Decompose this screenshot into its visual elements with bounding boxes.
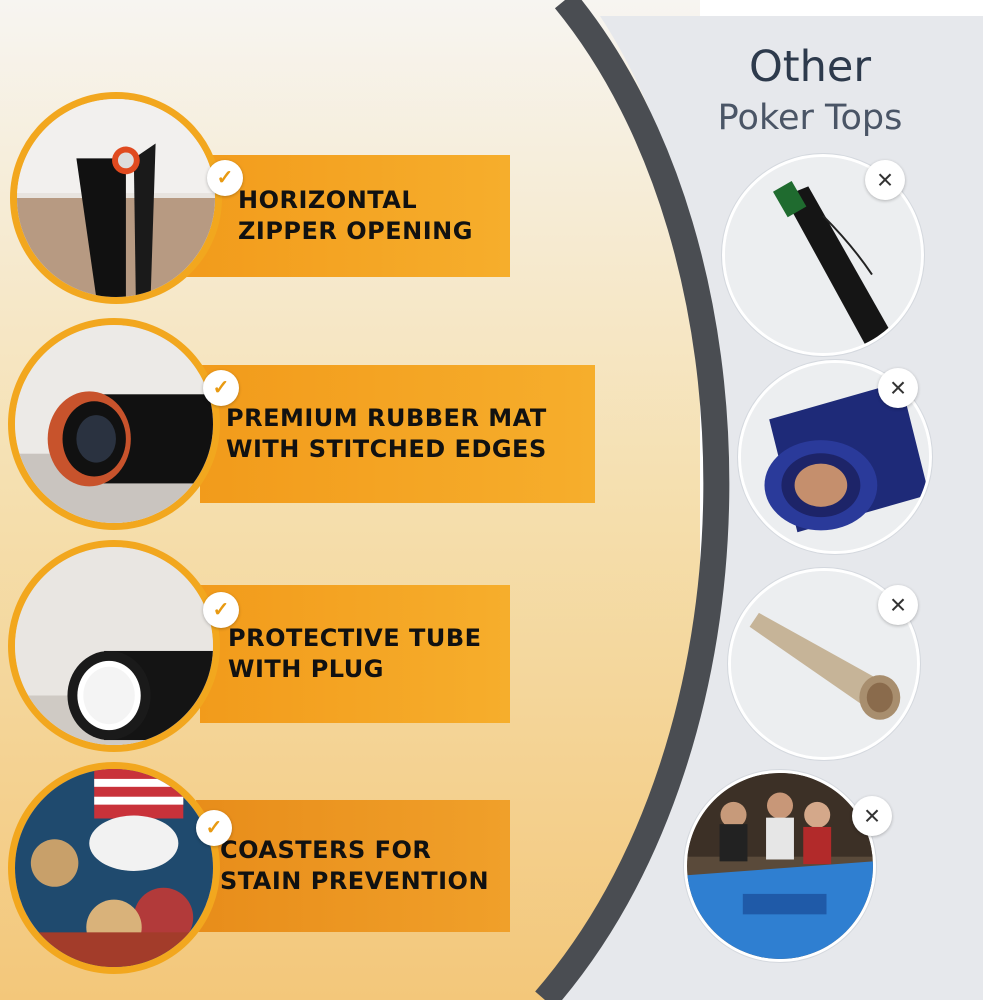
check-icon: ✓ [203,592,239,628]
feature-label-line2: WITH STITCHED EDGES [226,435,547,463]
zipper-bag-image [10,92,222,304]
coasters-illustration [15,769,213,967]
close-icon: × [878,585,918,625]
check-icon: ✓ [203,370,239,406]
feature-label-line1: PROTECTIVE TUBE [228,624,482,652]
close-icon: × [852,796,892,836]
feature-banner-rubber-mat: PREMIUM RUBBER MAT WITH STITCHED EDGES [200,365,595,503]
protective-tube-illustration [15,547,213,745]
coasters-image [8,762,220,974]
rubber-mat-image [8,318,220,530]
close-icon: × [865,160,905,200]
feature-label-line2: WITH PLUG [228,655,384,683]
other-mat-illustration [741,363,929,551]
close-icon: × [878,368,918,408]
feature-banner-coasters: COASTERS FOR STAIN PREVENTION [196,800,510,932]
check-icon: ✓ [196,810,232,846]
zipper-bag-illustration [17,99,215,297]
feature-banner-zipper: HORIZONTAL ZIPPER OPENING [180,155,510,277]
feature-label-line1: HORIZONTAL [238,186,418,214]
poker-tops-subtitle: Poker Tops [717,98,903,138]
feature-label-line2: ZIPPER OPENING [238,217,473,245]
feature-label-line1: COASTERS FOR [220,836,432,864]
feature-banner-tube: PROTECTIVE TUBE WITH PLUG [200,585,510,723]
other-poker-table-image [684,770,876,962]
other-title: Other [748,42,872,92]
feature-label-line1: PREMIUM RUBBER MAT [226,404,547,432]
feature-label-line2: STAIN PREVENTION [220,867,490,895]
rubber-mat-illustration [15,325,213,523]
protective-tube-image [8,540,220,752]
check-icon: ✓ [207,160,243,196]
other-table-illustration [687,773,873,959]
